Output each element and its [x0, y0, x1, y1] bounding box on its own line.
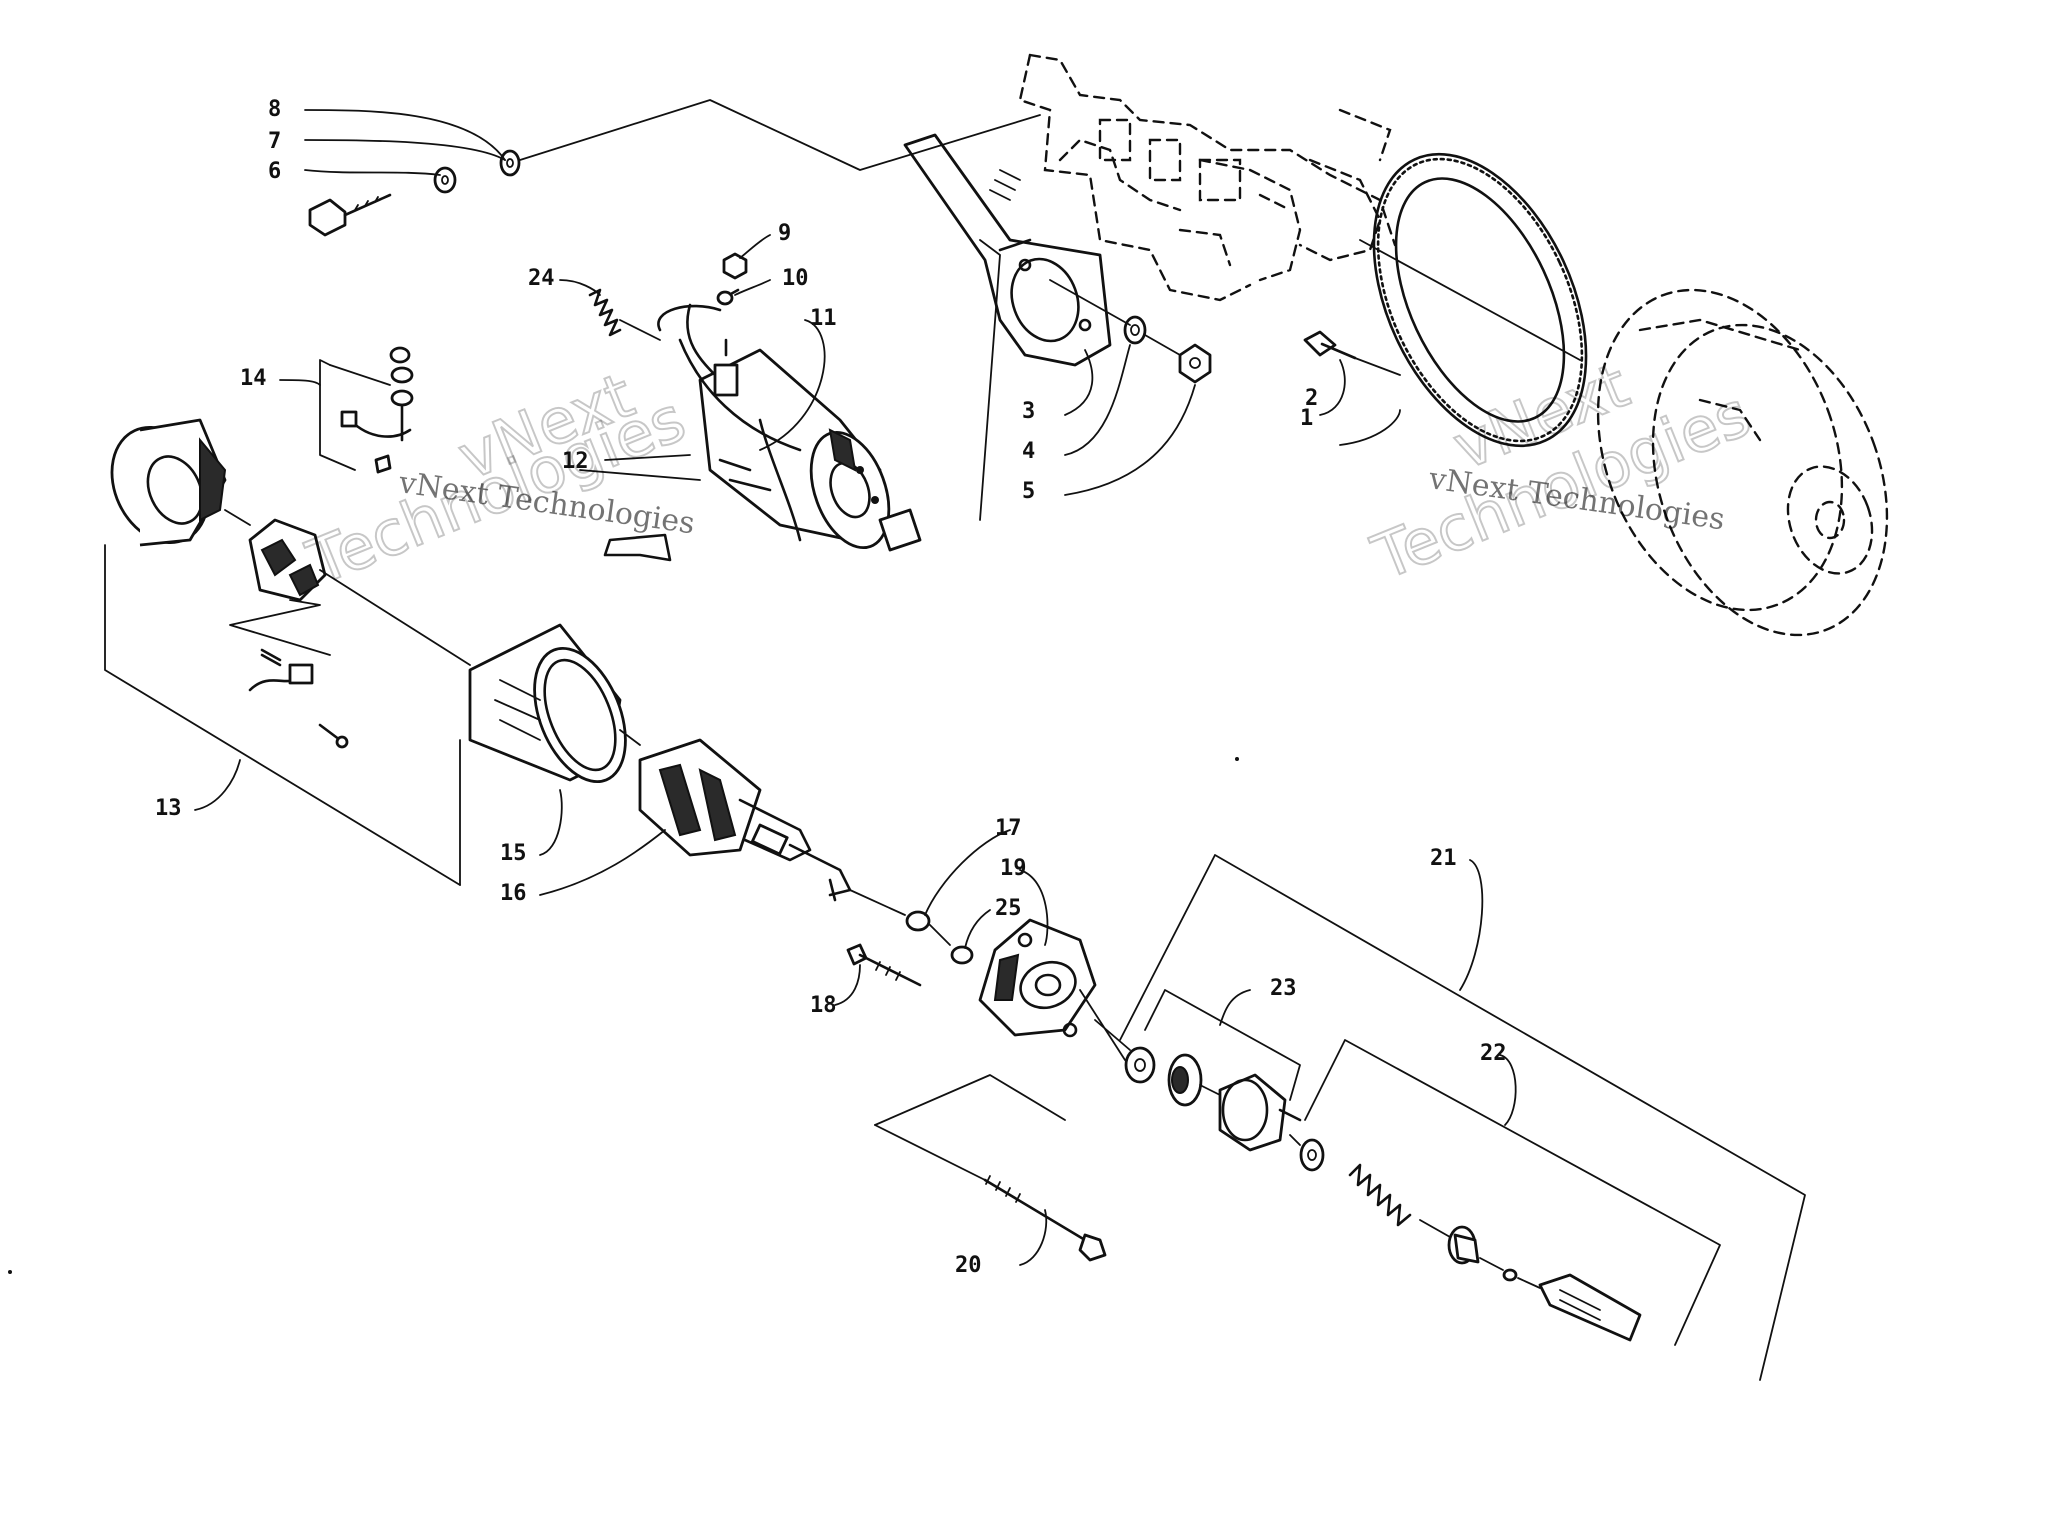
callout-19: 19 — [1000, 856, 1027, 881]
flat-washer-8 — [499, 149, 521, 177]
commutator-end-cap-13 — [110, 418, 227, 547]
callout-14: 14 — [240, 366, 267, 391]
callout-7: 7 — [268, 129, 281, 154]
callout-18: 18 — [810, 993, 837, 1018]
engine-block-outline — [1018, 53, 1397, 302]
callout-24: 24 — [528, 266, 555, 291]
drive-washer — [1124, 1046, 1156, 1084]
assembly-axis-lines — [224, 239, 1581, 1289]
callout-4: 4 — [1022, 439, 1035, 464]
spacer-washer-25 — [950, 945, 974, 965]
drive-sleeve — [1299, 1138, 1325, 1172]
callout-20: 20 — [955, 1253, 982, 1278]
lock-washer-7 — [433, 166, 457, 194]
callout-labels: 1 2 3 4 5 6 7 8 9 10 11 12 13 14 15 16 1… — [155, 97, 1507, 1278]
callout-3: 3 — [1022, 399, 1035, 424]
callout-21: 21 — [1430, 846, 1457, 871]
bracket-bolt — [1303, 330, 1357, 360]
leader-lines — [194, 109, 1517, 1266]
callout-2: 2 — [1305, 386, 1318, 411]
pinion-clutch — [1218, 1073, 1302, 1152]
terminal-nut-9 — [722, 252, 748, 280]
drive-pinion-sleeve — [1538, 1273, 1642, 1342]
callout-11: 11 — [810, 306, 837, 331]
callout-6: 6 — [268, 159, 281, 184]
solenoid-hardware-14 — [340, 346, 414, 474]
pinion-stop-collar — [1447, 1225, 1480, 1265]
return-spring-24 — [588, 288, 622, 337]
callout-23: 23 — [1270, 976, 1297, 1001]
flywheel-housing-outline — [1596, 288, 1889, 637]
watermark-left: vNext Technologies vNext Technologies — [296, 357, 697, 600]
bracket-washer — [1123, 315, 1147, 345]
group-bracket-lines — [104, 99, 1806, 1381]
terminal-lug-10 — [716, 288, 740, 306]
mounting-bolt-6 — [308, 193, 392, 237]
armature-16 — [638, 738, 852, 902]
starter-motor-assembly — [657, 303, 922, 552]
callout-16: 16 — [500, 881, 527, 906]
callout-8: 8 — [268, 97, 281, 122]
snap-ring — [1502, 1268, 1518, 1282]
thrust-washer-17 — [905, 910, 931, 932]
brush-spring-set — [248, 648, 349, 749]
callout-15: 15 — [500, 841, 527, 866]
brush-holder — [248, 518, 327, 602]
field-frame-housing-15 — [468, 623, 627, 784]
callout-13: 13 — [155, 796, 182, 821]
drive-spring — [1348, 1163, 1412, 1227]
callout-22: 22 — [1480, 1041, 1507, 1066]
callout-5: 5 — [1022, 479, 1035, 504]
callout-17: 17 — [995, 816, 1022, 841]
through-bolt-18 — [846, 943, 922, 987]
watermark-right: vNext Technologies vNext Technologies — [1361, 347, 1761, 595]
long-bolt-20 — [983, 1175, 1107, 1262]
callout-1: 1 — [1300, 406, 1313, 431]
callout-9: 9 — [778, 221, 791, 246]
callout-25: 25 — [995, 896, 1022, 921]
drive-end-housing-19 — [978, 918, 1097, 1038]
stray-mark-2 — [1235, 757, 1239, 761]
bracket-nut — [1178, 343, 1212, 384]
flywheel-ring-gear — [1372, 152, 1588, 448]
callout-10: 10 — [782, 266, 809, 291]
drive-collar — [1167, 1053, 1203, 1107]
cable-pointer-12 — [603, 533, 672, 562]
callout-12: 12 — [562, 449, 589, 474]
stray-mark — [8, 1270, 12, 1274]
starter-mounting-bracket — [903, 133, 1112, 367]
